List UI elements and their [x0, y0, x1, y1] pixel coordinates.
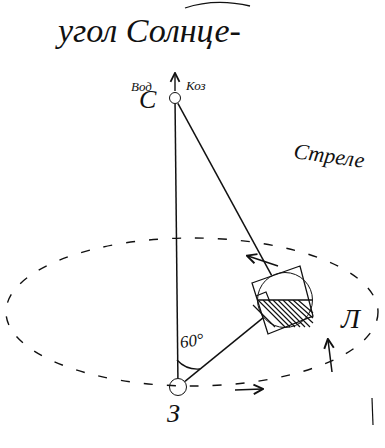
terminator-line: [258, 299, 312, 300]
body-circle: З: [169, 378, 187, 396]
body-letter: З: [167, 401, 180, 427]
right-angle-mark: [256, 292, 270, 302]
orbit-arrow: [328, 340, 332, 372]
body-circle: С: [169, 92, 181, 104]
direction-arrow: [174, 74, 175, 91]
constellation-label: Вод: [131, 80, 152, 93]
scribble: [185, 2, 250, 8]
sight-line: [178, 103, 272, 275]
sight-line: [185, 318, 263, 382]
angle-arc: [177, 360, 200, 369]
stroke: [372, 398, 373, 425]
orbit-ellipse: [6, 238, 378, 386]
constellation-label: Коз: [186, 79, 206, 92]
angle-label: 60°: [179, 331, 205, 351]
constellation-label: Стреле: [292, 140, 365, 172]
sketch-title: угол Солнце-: [58, 14, 241, 48]
body-letter: Л: [341, 305, 360, 333]
orbit-arrow: [235, 389, 262, 390]
sight-line: [175, 104, 178, 378]
body-circle: Л: [257, 272, 313, 328]
right-angle-square: [252, 266, 313, 334]
